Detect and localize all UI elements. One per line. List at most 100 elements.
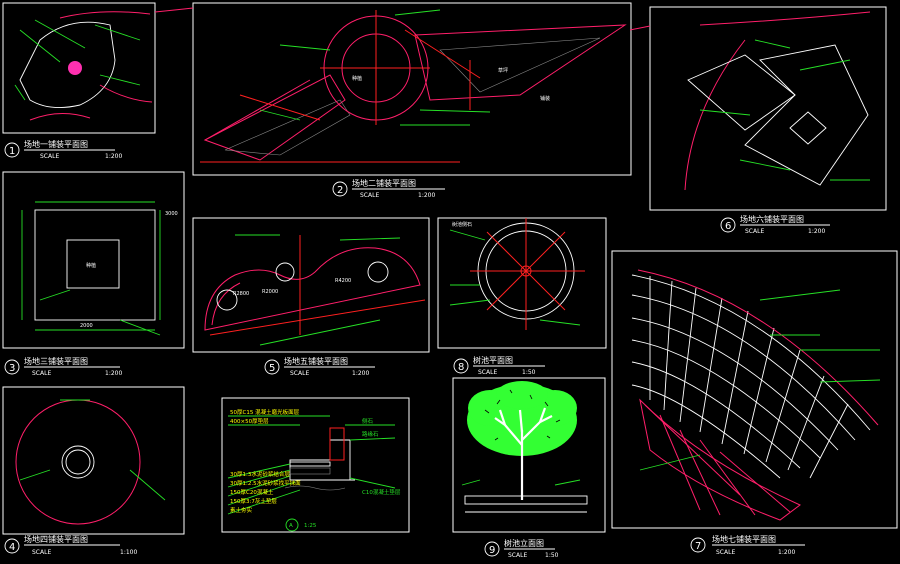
panel-5-index-circle [264,359,280,375]
panel-2-index-circle [332,181,348,197]
layer-label-1: 50厚C15 混凝土磨光板面层 [230,408,300,416]
panel-8-index-circle [453,358,469,374]
panel-1-number: 1 [9,146,15,157]
panel-7-title: 场地七铺装平面图 [712,534,776,544]
panel-9-title: 树池立面图 [504,538,544,548]
panel-3-frame [2,171,185,349]
plaza-label-paving: 铺装 [540,95,550,102]
panel-1-title: 场地一铺装平面图 [24,139,88,149]
tree-pit-b [275,262,295,282]
panel-1-scale-label: SCALE [40,153,59,160]
panel-9: 9 树池立面图 SCALE 1:50 [452,377,606,559]
panel-8-frame [437,217,607,349]
crazy-paving-right [414,24,627,101]
diamond-paving-left [687,54,796,131]
panel-1-index-circle [4,142,20,158]
layer-label-7: 素土夯实 [230,506,253,514]
panel-3-scale-label: SCALE [32,370,51,377]
side-label-1: 侧石 [362,417,374,425]
panel-7: 7 场地七铺装平面图 SCALE 1:200 [611,250,898,556]
panel-9-scale-value: 1:50 [545,552,559,559]
layer-label-4: 30厚1:2.5水泥砂浆找平抹面 [230,479,301,487]
panel-2: 种植 草坪 铺装 2 场地二铺装平面图 SCALE 1:200 [192,2,632,199]
round-tree-pit [61,445,95,479]
panel-3: 种植 3000 2000 3 场地三铺装平面图 SCALE 1:200 [2,171,185,377]
panel-3-scale-value: 1:200 [105,370,122,377]
planting-bed [66,239,120,289]
ring-label: 树池侧石 [452,221,472,228]
panel-1: 1 场地一铺装平面图 SCALE 1:200 [2,2,156,160]
layer-label-5: 150厚C20混凝土 [230,488,274,496]
panel-4-frame [2,386,185,535]
panel-9-number: 9 [489,545,495,556]
panel-2-scale-value: 1:200 [418,192,435,199]
panel-9-frame [452,377,606,533]
panel-8-number: 8 [458,362,464,373]
panel-9-scale-label: SCALE [508,552,527,559]
detail-section-a: 50厚C15 混凝土磨光板面层 400×50厚垫层 30厚1:3水泥砂浆结合层 … [221,397,410,533]
plaza-label-lawn: 草坪 [498,67,508,74]
panel-2-number: 2 [337,185,343,196]
panel-4-title: 场地四铺装平面图 [24,534,88,544]
panel-4-scale-value: 1:100 [120,549,137,556]
side-label-3: C10混凝土垫层 [362,488,401,496]
panel-7-scale-value: 1:200 [778,549,795,556]
fan-grid [631,274,871,479]
panel-4-index-circle [4,538,20,554]
bed-label: 种植 [86,262,96,269]
dim-label-2: 2000 [80,323,93,329]
panel-4-scale-label: SCALE [32,549,51,556]
radius-label-b: R2000 [262,289,278,295]
panel-3-index-circle [4,359,20,375]
tree-pit-c [367,261,389,283]
wave-paving [204,247,421,331]
paving-area [19,21,116,109]
tree-marker [68,61,82,75]
detail-frame [221,397,410,533]
detail-marker: A [289,523,293,529]
panel-8-scale-value: 1:50 [522,369,536,376]
panel-2-frame [192,2,632,176]
panel-4-number: 4 [9,542,15,553]
panel-7-index-circle [690,537,706,553]
panel-7-frame [611,250,898,529]
panel-5-scale-value: 1:200 [352,370,369,377]
panel-6-frame [649,6,887,211]
panel-7-scale-label: SCALE [716,549,735,556]
diamond-paving-right [744,44,869,186]
panel-5-number: 5 [269,363,275,374]
radius-label-c: R4200 [335,278,351,284]
tree-pit-base [464,495,588,505]
dim-label-1: 3000 [165,211,178,217]
square-paving [34,209,156,321]
panel-6: 6 场地六铺装平面图 SCALE 1:200 [649,6,887,235]
center-tree-pit [789,111,827,145]
panel-5-frame [192,217,430,353]
tree-trunk-elevation [494,407,553,500]
detail-marker-circle [285,518,299,532]
panel-7-number: 7 [695,541,701,552]
plaza-label-grass: 种植 [352,75,362,82]
panel-3-title: 场地三铺装平面图 [24,356,88,366]
panel-3-number: 3 [9,363,15,374]
panel-8-scale-label: SCALE [478,369,497,376]
detail-scale: 1:25 [304,523,317,529]
panel-6-number: 6 [725,221,731,232]
panel-8: 树池侧石 8 树池平面图 SCALE 1:50 [437,217,607,376]
panel-4: 4 场地四铺装平面图 SCALE 1:100 [2,386,185,556]
layer-label-3: 30厚1:3水泥砂浆结合层 [230,470,290,478]
layer-label-6: 150厚3:7灰土垫层 [230,497,277,505]
panel-2-scale-label: SCALE [360,192,379,199]
panel-6-index-circle [720,217,736,233]
panel-1-frame [2,2,156,134]
panel-2-title: 场地二铺装平面图 [352,178,416,188]
panel-6-title: 场地六铺装平面图 [740,214,804,224]
panel-5-scale-label: SCALE [290,370,309,377]
side-label-2: 路缘石 [362,430,379,438]
panel-6-scale-label: SCALE [745,228,764,235]
crazy-paving-left [203,74,346,161]
round-paving [15,399,141,525]
panel-8-title: 树池平面图 [473,355,513,365]
tree-pit-a [216,289,238,311]
